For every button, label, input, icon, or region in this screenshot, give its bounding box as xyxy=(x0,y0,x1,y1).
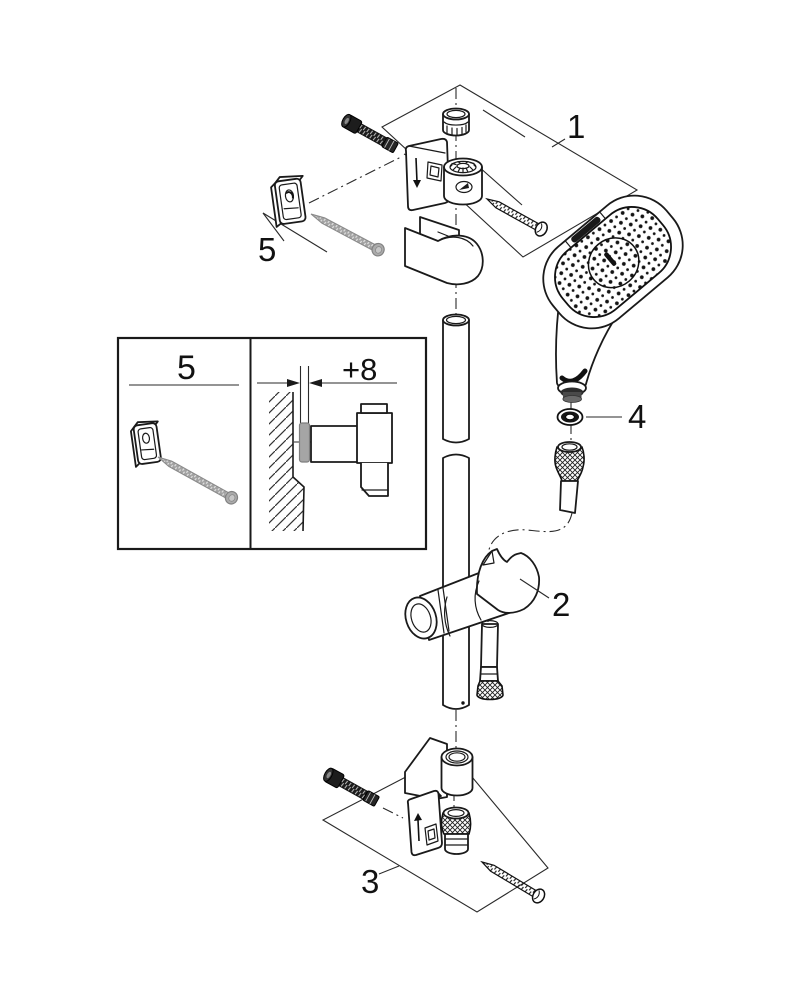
bottom-bracket-base xyxy=(406,789,472,857)
glide-cap xyxy=(442,107,470,137)
washer xyxy=(556,408,584,426)
bracket-cover xyxy=(404,216,484,286)
callout-2: 2 xyxy=(519,578,570,623)
detail-inset-box: 5 xyxy=(116,336,428,551)
wood-screw-top xyxy=(485,197,548,237)
shower-holder-fork xyxy=(476,548,540,614)
callout-1-label: 1 xyxy=(567,108,585,145)
bracket-side-view xyxy=(310,403,393,497)
release-button xyxy=(426,161,443,182)
shower-rail xyxy=(442,313,470,710)
hex-screw-top xyxy=(341,113,399,153)
inset-wall-plug xyxy=(130,420,162,468)
callout-3: 3 xyxy=(361,863,400,900)
inset-screw xyxy=(157,456,239,505)
spacer-side-view xyxy=(294,422,318,463)
knurled-ring xyxy=(449,160,477,174)
arrow-glyph xyxy=(413,157,421,188)
slider-knob xyxy=(404,596,438,640)
callout-3-label: 3 xyxy=(361,863,379,900)
wood-screw-bottom xyxy=(480,860,546,904)
wall-plug xyxy=(270,174,307,228)
shower-head xyxy=(542,194,684,330)
hose-end-pin xyxy=(476,619,504,701)
screw-port xyxy=(455,180,473,194)
callout-2-label: 2 xyxy=(552,586,570,623)
slider xyxy=(404,548,540,641)
wall-line xyxy=(292,392,305,532)
wall-hatch xyxy=(269,392,304,531)
callout-1: 1 xyxy=(551,108,585,148)
offset-dimension: +8 xyxy=(257,352,397,423)
swivel-bracket xyxy=(404,137,483,212)
mode-ring xyxy=(587,237,640,289)
hose-stub xyxy=(559,480,579,514)
inset-panel-plug: 5 xyxy=(129,349,239,505)
inset-panel-label: 5 xyxy=(177,349,196,387)
inset-panel-offset: +8 xyxy=(257,352,397,532)
bottom-assembly xyxy=(323,737,546,904)
hand-shower xyxy=(542,194,684,403)
callout-4: 4 xyxy=(586,398,646,435)
brand-logo-bar xyxy=(571,216,601,243)
arrow-glyph-bottom xyxy=(414,813,422,842)
offset-value: +8 xyxy=(342,352,377,387)
callout-5-label: 5 xyxy=(258,231,276,268)
rail-pin-hole xyxy=(461,701,465,705)
callout-4-label: 4 xyxy=(628,398,646,435)
hose-connector xyxy=(554,441,585,514)
wall-plug-group: 5 xyxy=(258,174,385,268)
hex-screw-bottom xyxy=(323,767,380,807)
wall-plug-screw xyxy=(310,213,385,257)
top-bracket-assembly xyxy=(341,107,548,286)
mounting-plane-top xyxy=(381,84,639,258)
bottom-elbow xyxy=(404,737,474,800)
